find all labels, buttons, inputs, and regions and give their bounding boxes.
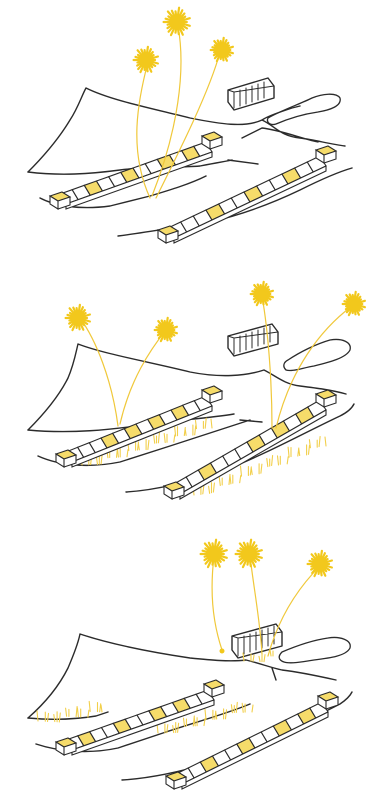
sun-icon-2c bbox=[251, 282, 273, 305]
pier-edge bbox=[72, 406, 212, 467]
sun-icon-1b bbox=[164, 8, 190, 35]
sun-core bbox=[258, 290, 266, 298]
sun-core bbox=[162, 326, 170, 334]
sun-ray-2a bbox=[80, 318, 118, 426]
panel-3 bbox=[28, 540, 352, 789]
island-3 bbox=[279, 637, 350, 662]
sun-icon-3b bbox=[236, 540, 262, 567]
sun-core bbox=[74, 314, 82, 322]
sun-core bbox=[350, 300, 358, 308]
panel-2 bbox=[28, 282, 365, 499]
island-1 bbox=[267, 94, 340, 124]
island-2 bbox=[284, 339, 350, 370]
sun-core bbox=[316, 560, 324, 568]
panel-1 bbox=[28, 8, 352, 243]
sun-icon-3c bbox=[308, 551, 332, 576]
sun-icon-1a bbox=[134, 47, 158, 72]
sun-ray-2c bbox=[262, 296, 272, 428]
sun-ray-1c bbox=[156, 52, 220, 198]
sun-core bbox=[244, 549, 253, 558]
building-3 bbox=[232, 624, 282, 658]
pier-edge bbox=[174, 166, 326, 243]
sun-icon-1c bbox=[211, 38, 233, 61]
sun-ray-3a bbox=[212, 556, 222, 650]
sun-point-3 bbox=[220, 649, 225, 654]
sun-icon-2b bbox=[155, 318, 177, 341]
sun-icon-3a bbox=[201, 540, 227, 567]
building-1 bbox=[228, 78, 274, 110]
sun-core bbox=[172, 17, 181, 26]
sun-core bbox=[142, 56, 150, 64]
pier-edge bbox=[72, 700, 214, 755]
sun-icon-2d bbox=[343, 292, 365, 315]
pier-edge bbox=[180, 410, 326, 499]
building-2 bbox=[228, 324, 278, 356]
sun-icon-2a bbox=[66, 305, 90, 330]
pier-left-1 bbox=[50, 132, 222, 209]
sun-core bbox=[209, 549, 218, 558]
sun-ray-2b bbox=[120, 330, 166, 424]
pier-left-2 bbox=[56, 386, 222, 467]
sun-core bbox=[218, 46, 226, 54]
